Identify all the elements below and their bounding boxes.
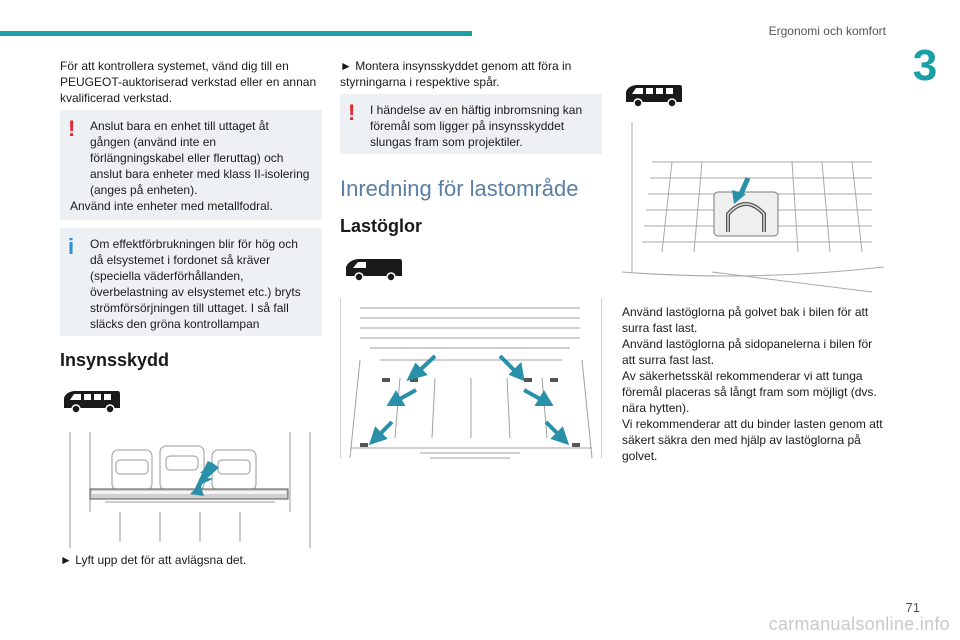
step-install-cover: ► Montera insynsskyddet genom att föra i… [340,59,572,89]
warning-text-braking: I händelse av en häftig inbromsning kan … [370,103,583,149]
header-accent-bar [0,31,472,36]
page-number: 71 [905,600,920,615]
lashing-paragraph-2: Använd lastöglorna på sidopanelerna i bi… [622,337,873,367]
chapter-section-title: Inredning för lastområde [340,176,579,201]
warning-text-2: Använd inte enheter med metallfodral. [70,199,273,213]
cargo-cover-illustration [60,432,320,548]
lashing-ring-illustration [622,122,884,298]
van-short-icon [346,259,402,282]
info-icon: i [68,234,75,259]
cargo-floor-illustration [340,298,602,470]
step-remove-cover: ► Lyft upp det för att avlägsna det. [60,553,247,567]
warning-exclamation-icon: ! [348,100,356,125]
info-box-power: i Om effektförbrukningen blir för hög oc… [60,228,322,336]
warning-text-1: Anslut bara en enhet till uttaget åt gån… [90,119,310,197]
van-long-icon [626,85,682,108]
lashing-paragraph-4: Vi rekommenderar att du binder lasten ge… [622,417,883,463]
warning-exclamation-icon: ! [68,116,76,141]
lashing-instructions: Använd lastöglorna på golvet bak i bilen… [622,304,884,464]
chapter-number: 3 [912,41,938,90]
chapter-header-title: Ergonomi och komfort [768,24,886,38]
van-long-icon [64,391,120,414]
warning-box-braking: ! I händelse av en häftig inbromsning ka… [340,94,602,154]
section-title-lastoglor: Lastöglor [340,216,423,236]
section-title-insynsskydd: Insynsskydd [60,350,170,370]
intro-paragraph: För att kontrollera systemet, vänd dig t… [60,59,317,105]
lashing-paragraph-3: Av säkerhetsskäl rekommenderar vi att tu… [622,369,877,415]
warning-box-socket: ! Anslut bara en enhet till uttaget åt g… [60,110,322,220]
info-text: Om effektförbrukningen blir för hög och … [90,237,301,331]
site-watermark: carmanualsonline.info [768,614,950,634]
lashing-paragraph-1: Använd lastöglorna på golvet bak i bilen… [622,305,869,335]
